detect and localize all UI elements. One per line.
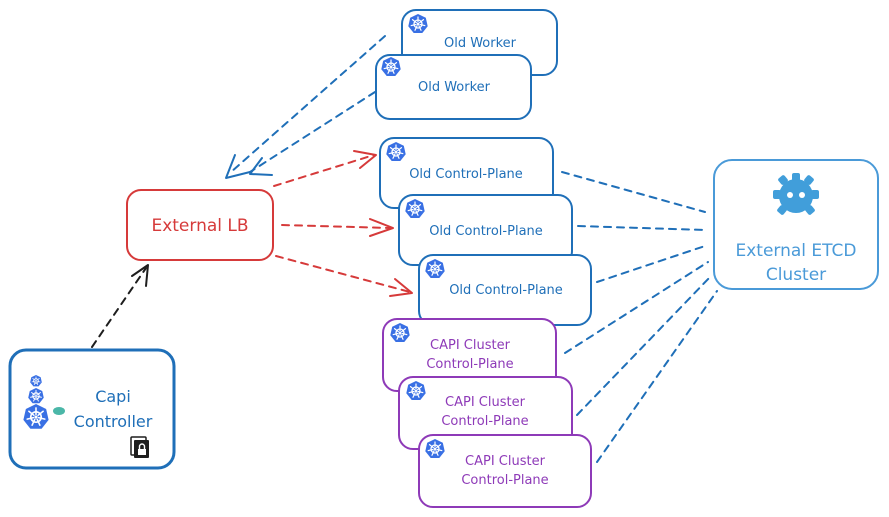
capi-cluster-control-plane-node-1: CAPI Cluster Control-Plane xyxy=(382,318,557,392)
connector-lb-to-old-cp-2 xyxy=(281,224,391,229)
connector-old-cp-1-to-etcd xyxy=(561,171,706,213)
connector-old-cp-3-to-etcd xyxy=(596,245,706,283)
old-control-plane-label: Old Control-Plane xyxy=(409,167,523,182)
capi-cluster-control-plane-node-2: CAPI Cluster Control-Plane xyxy=(398,376,573,450)
old-worker-label: Old Worker xyxy=(418,80,491,95)
old-worker-label: Old Worker xyxy=(444,36,517,51)
old-control-plane-node-3: Old Control-Plane xyxy=(418,254,592,326)
old-control-plane-label: Old Control-Plane xyxy=(449,283,563,298)
etcd-icon xyxy=(773,173,819,215)
arrowhead-to-old-cp-2 xyxy=(369,218,394,237)
connector-old-cp-2-to-etcd xyxy=(577,225,706,231)
arrowhead-to-old-cp-3 xyxy=(389,278,413,297)
capi-control-plane-line2: Control-Plane xyxy=(441,414,528,429)
capi-controller-line1: Capi xyxy=(95,387,131,406)
connector-lb-to-old-cp-3 xyxy=(275,255,411,293)
arrowhead-to-old-cp-1 xyxy=(353,150,377,169)
capi-control-plane-line1: CAPI Cluster xyxy=(430,338,511,353)
connector-lb-to-old-cp-1 xyxy=(273,154,375,187)
connector-old-worker-front-to-lb xyxy=(249,91,376,173)
capi-controller-line2: Controller xyxy=(74,412,153,431)
capi-control-plane-line2: Control-Plane xyxy=(426,357,513,372)
capi-control-plane-line1: CAPI Cluster xyxy=(445,395,526,410)
old-control-plane-label: Old Control-Plane xyxy=(429,224,543,239)
connector-capi-cp-1-to-etcd xyxy=(564,261,709,354)
connector-capi-cp-3-to-etcd xyxy=(596,290,718,463)
arrowhead-to-lb-b xyxy=(249,157,273,176)
external-etcd-cluster-node: External ETCD Cluster xyxy=(713,159,879,290)
capi-control-plane-line1: CAPI Cluster xyxy=(465,454,546,469)
old-worker-node-front: Old Worker xyxy=(375,54,532,120)
lock-document-icon xyxy=(130,436,149,458)
external-lb-label: External LB xyxy=(151,216,248,236)
connector-capi-cp-2-to-etcd xyxy=(576,274,713,416)
old-control-plane-node-1: Old Control-Plane xyxy=(379,137,554,209)
capi-turtle-icon xyxy=(22,374,65,430)
etcd-label-line1: External ETCD xyxy=(735,241,856,261)
capi-controller-node: Capi Controller xyxy=(8,348,176,470)
connector-capi-controller-to-lb xyxy=(91,267,147,348)
arrowhead-to-lb-a xyxy=(225,154,251,179)
connector-old-worker-back-to-lb xyxy=(230,35,386,173)
external-lb-node: External LB xyxy=(126,189,274,261)
capi-control-plane-line2: Control-Plane xyxy=(461,473,548,488)
arrowhead-to-lb-from-capi xyxy=(131,264,149,287)
capi-cluster-control-plane-node-3: CAPI Cluster Control-Plane xyxy=(418,434,592,508)
etcd-label-line2: Cluster xyxy=(766,265,826,285)
